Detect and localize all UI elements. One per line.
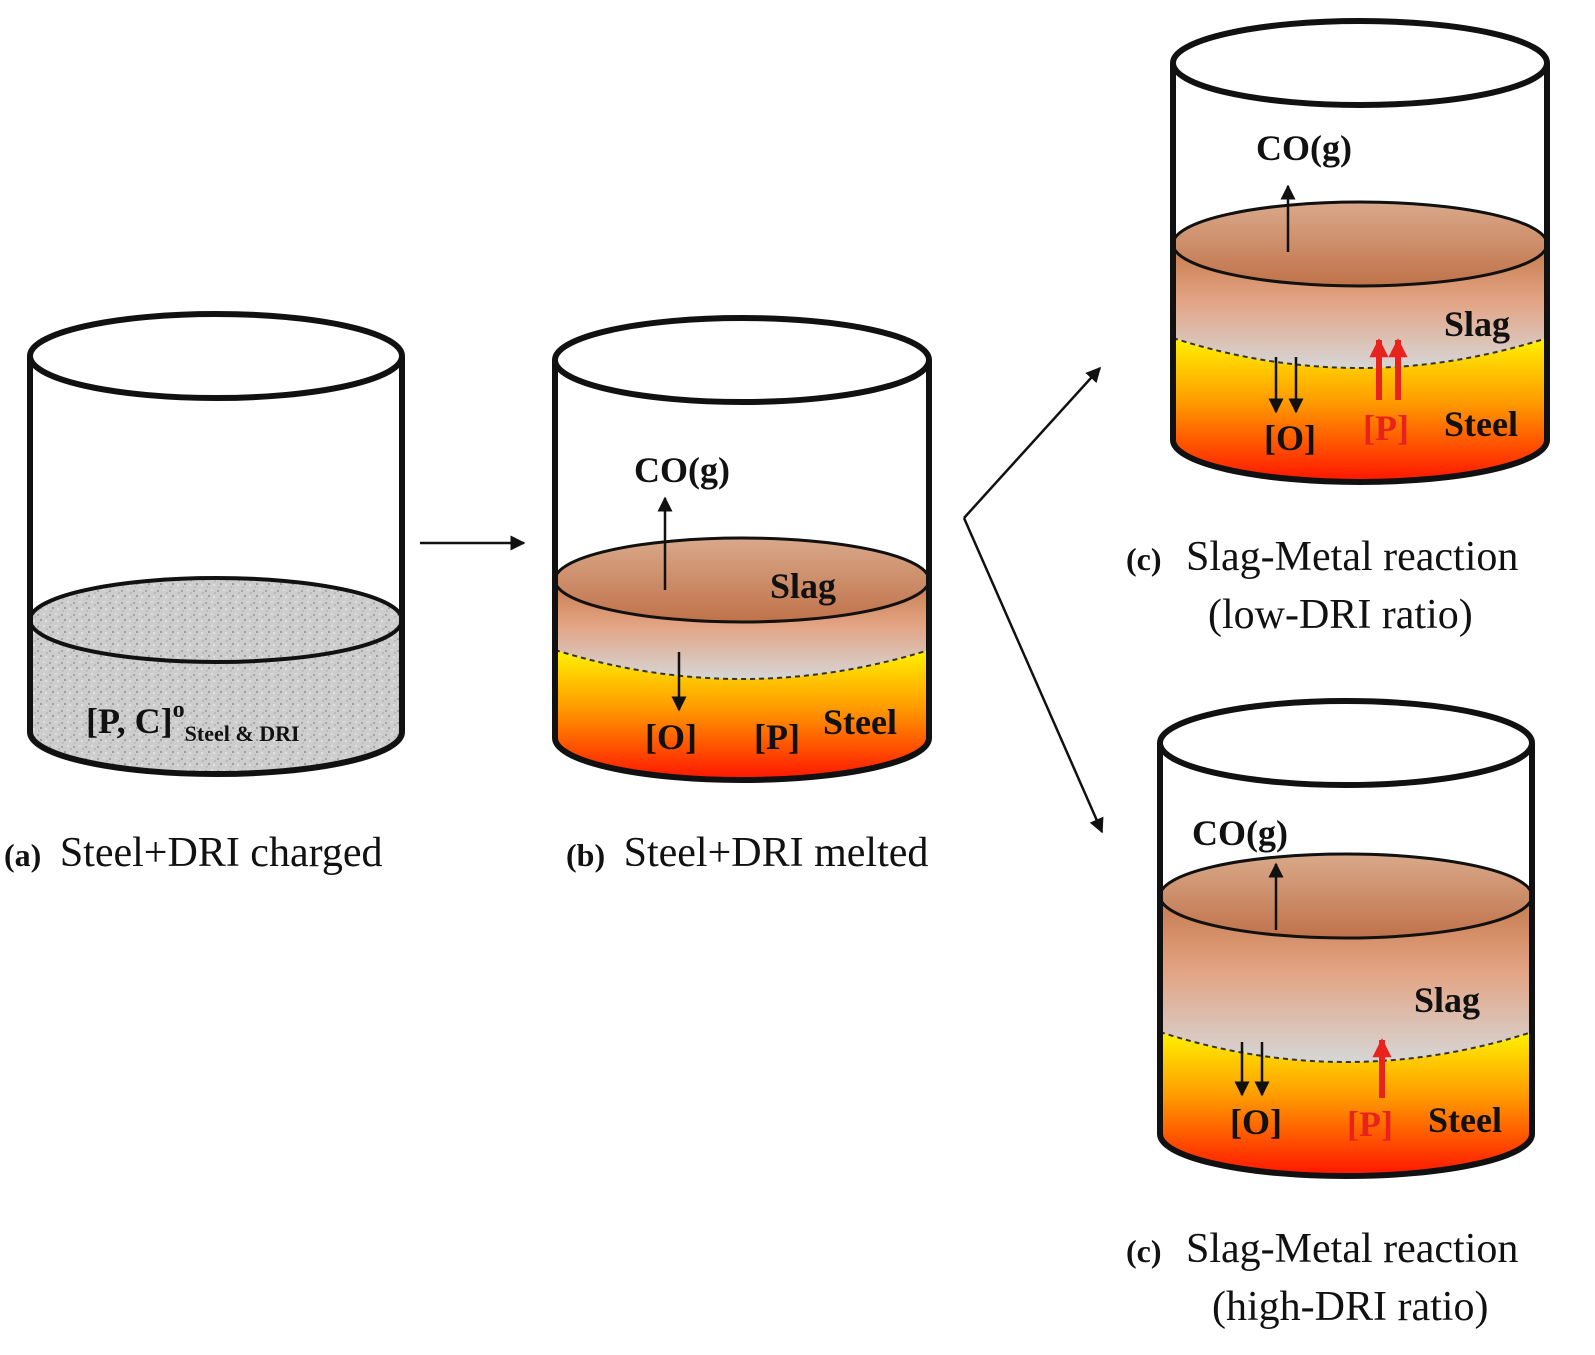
arrow-b-to-c-low xyxy=(963,366,1102,519)
slag-surface xyxy=(1158,852,1534,940)
steel-label: Steel xyxy=(823,702,897,742)
steel-layer xyxy=(555,650,929,780)
slag-label: Slag xyxy=(1444,304,1510,344)
phosphorus-label: [P] xyxy=(754,717,800,757)
panel-a: [P, C]oSteel & DRI (a) Steel+DRI charged xyxy=(4,311,405,876)
caption-b: (b) Steel+DRI melted xyxy=(566,830,928,876)
steel-layer xyxy=(1160,1032,1532,1176)
phosphorus-label: [P] xyxy=(1363,408,1409,448)
caption-a: (a) Steel+DRI charged xyxy=(4,830,382,876)
charge-surface xyxy=(28,576,404,664)
slag-steel-interface xyxy=(1159,1031,1533,1063)
vessel-body xyxy=(552,360,932,783)
co-gas-label: CO(g) xyxy=(1192,813,1288,853)
slag-steel-interface xyxy=(1172,337,1548,369)
arrow-b-to-c-high xyxy=(962,517,1104,834)
caption-c-high-line1: (c) Slag-Metal reaction xyxy=(1126,1226,1518,1272)
co-gas-label: CO(g) xyxy=(1256,128,1352,168)
caption-c-low-line2: (low-DRI ratio) xyxy=(1208,592,1473,638)
slag-surface xyxy=(1171,200,1549,288)
steel-label: Steel xyxy=(1428,1100,1502,1140)
steel-label: Steel xyxy=(1444,404,1518,444)
panel-c-low: CO(g) Slag [O] [P] Steel (c) Slag-Metal … xyxy=(1126,18,1550,638)
vessel-body xyxy=(27,356,405,777)
co-gas-label: CO(g) xyxy=(634,450,730,490)
oxygen-label: [O] xyxy=(645,717,697,757)
vessel-rim xyxy=(27,311,405,401)
oxygen-label: [O] xyxy=(1264,418,1316,458)
slag-label: Slag xyxy=(1414,980,1480,1020)
slag-layer xyxy=(555,580,929,679)
slag-label: Slag xyxy=(770,566,836,606)
panel-c-high: CO(g) Slag [O] [P] Steel (c) Slag-Metal … xyxy=(1126,698,1535,1330)
vessel-body xyxy=(1170,63,1550,485)
vessel-rim xyxy=(1170,18,1550,108)
vessel-rim xyxy=(552,315,932,405)
steel-layer xyxy=(1173,338,1547,482)
caption-c-low-line1: (c) Slag-Metal reaction xyxy=(1126,534,1518,580)
caption-c-high-line2: (high-DRI ratio) xyxy=(1212,1284,1488,1330)
panel-b: CO(g) Slag [O] [P] Steel (b) Steel+DRI m… xyxy=(552,315,932,876)
vessel-body xyxy=(1157,743,1535,1179)
slag-layer xyxy=(1173,244,1547,368)
slag-layer xyxy=(1160,896,1532,1062)
charge-label: [P, C]oSteel & DRI xyxy=(86,697,300,746)
slag-surface xyxy=(553,536,931,624)
slag-steel-interface xyxy=(554,649,930,680)
phosphorus-label: [P] xyxy=(1347,1104,1393,1144)
vessel-rim xyxy=(1157,698,1535,788)
oxygen-label: [O] xyxy=(1230,1102,1282,1142)
